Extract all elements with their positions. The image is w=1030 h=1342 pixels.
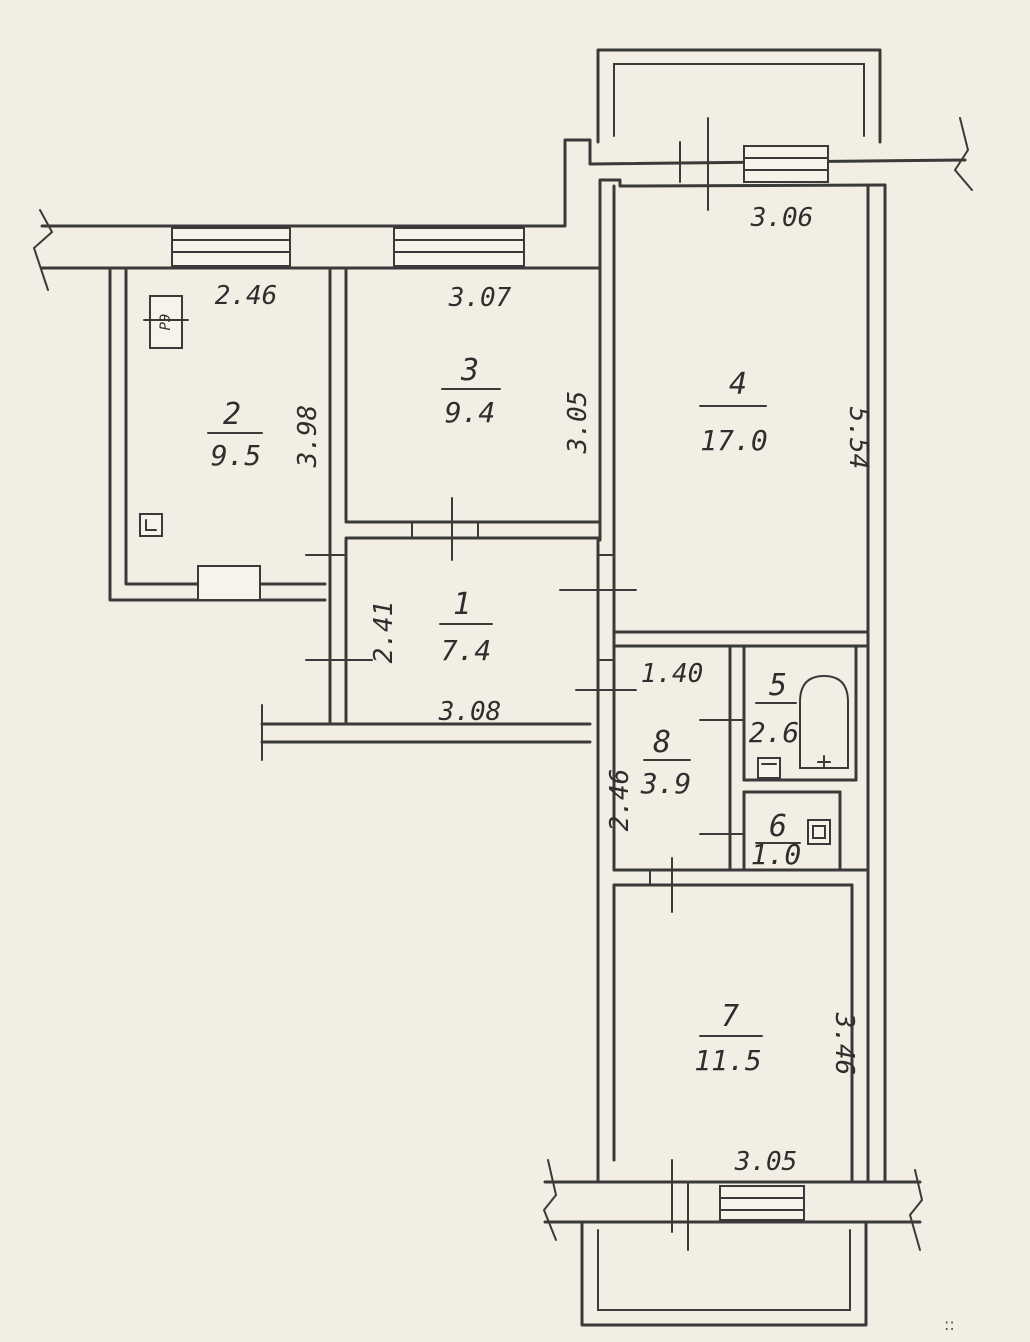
corner-marks: :: [944, 1315, 955, 1334]
door-bath-wc [699, 719, 745, 835]
dim-room7-width: 3.05 [734, 1147, 798, 1177]
door-room7 [649, 857, 673, 913]
dim-room1-width: 3.08 [438, 697, 502, 727]
stove-icon: РЭ [143, 295, 189, 349]
balcony-top [596, 48, 882, 144]
room-8-area: 3.9 [640, 767, 692, 800]
exterior-wall-top-outer [40, 138, 967, 228]
room-7-number: 7 [721, 999, 739, 1034]
room-4-number: 4 [729, 367, 747, 402]
room-3-number: 3 [460, 353, 479, 388]
room-3-area: 9.4 [445, 396, 496, 429]
dim-room4-height: 5.54 [843, 407, 873, 470]
room2-inner [124, 266, 200, 586]
wall-break-right [953, 117, 973, 191]
balcony-bottom [580, 1220, 868, 1327]
room-8-number: 8 [653, 725, 671, 760]
room-7-label: 7 11.5 [694, 999, 763, 1077]
dim-room3-width: 3.07 [448, 283, 512, 313]
dim-room2-height: 3.98 [293, 405, 323, 469]
window-room4 [743, 145, 829, 183]
room-4-label: 4 17.0 [699, 367, 768, 457]
dim-room7-height: 3.46 [829, 1012, 859, 1076]
stove-label: РЭ [158, 314, 174, 331]
door-room4 [559, 589, 637, 691]
room-1-number: 1 [453, 587, 471, 622]
door-room3 [411, 497, 479, 561]
door-room2 [305, 554, 373, 661]
door-balcony-bottom [671, 1159, 689, 1251]
balcony-top-inner [613, 63, 865, 137]
room-6-number: 6 [769, 809, 787, 844]
room-2-area: 9.5 [211, 439, 262, 472]
dim-room4-width: 3.06 [750, 203, 814, 233]
dimensions: 2.46 3.98 3.07 3.05 3.06 5.54 3.08 2.41 … [215, 203, 873, 1177]
room-labels: 2 9.5 3 9.4 4 17.0 1 7.4 5 2.6 8 3.9 [207, 353, 802, 1077]
fixtures: РЭ [139, 295, 849, 845]
windows [171, 145, 829, 1221]
room-6-label: 6 1.0 [751, 809, 802, 871]
dim-room8-height: 2.46 [605, 769, 635, 832]
room-8-label: 8 3.9 [640, 725, 692, 800]
room-5-label: 5 2.6 [749, 668, 800, 749]
wall-break-bottom-left [542, 1159, 558, 1241]
washbasin-icon [757, 757, 781, 779]
window-room2 [171, 227, 291, 267]
dim-room8-width: 1.40 [641, 659, 704, 689]
walls [32, 48, 973, 1327]
balcony-bottom-inner [597, 1229, 851, 1311]
sink-icon [139, 513, 163, 537]
dim-room1-height: 2.41 [369, 601, 399, 664]
room-2-number: 2 [223, 397, 241, 432]
toilet-icon [807, 819, 831, 845]
room-3-label: 3 9.4 [441, 353, 501, 429]
room-5-area: 2.6 [749, 716, 800, 749]
room-4-area: 17.0 [700, 424, 767, 457]
room-2-label: 2 9.5 [207, 397, 263, 472]
dim-room3-height: 3.05 [563, 391, 593, 455]
wall-break-bottom-right [908, 1169, 924, 1251]
window-room7 [719, 1185, 805, 1221]
room-7-area: 11.5 [694, 1044, 761, 1077]
exterior-wall-top-inner [40, 178, 887, 270]
doors [305, 117, 745, 1251]
door-balcony-top [679, 117, 709, 211]
room-6-area: 1.0 [751, 838, 802, 871]
door-room1-corridor [597, 554, 615, 661]
room-1-label: 1 7.4 [439, 587, 493, 667]
bathtub-icon [799, 674, 849, 769]
room-1-area: 7.4 [441, 634, 492, 667]
dim-room2-width: 2.46 [215, 281, 278, 311]
wall-break-left [32, 209, 54, 291]
radiator-icon [197, 565, 261, 601]
window-room3 [393, 227, 525, 267]
room-5-number: 5 [769, 668, 787, 703]
